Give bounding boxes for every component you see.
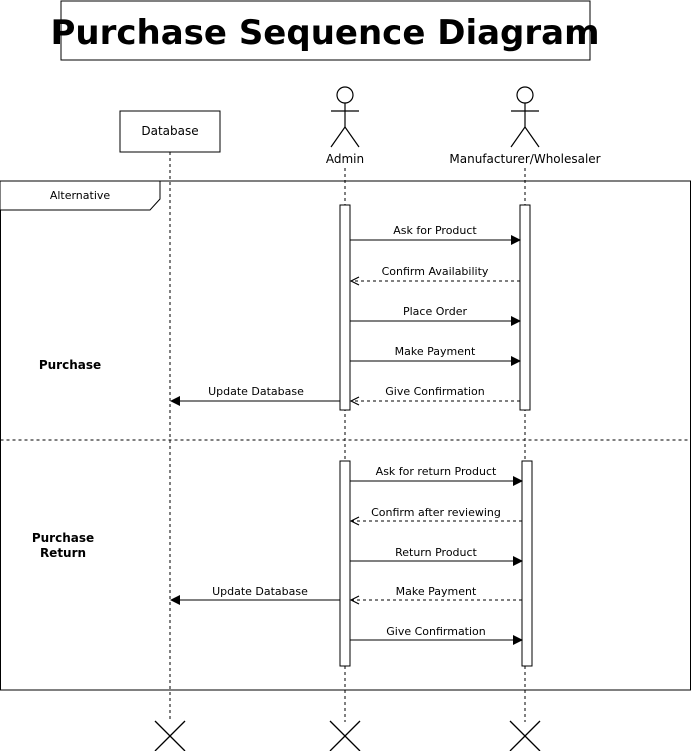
admin-label: Admin: [326, 152, 364, 166]
manufacturer-destroy-icon: [509, 720, 541, 752]
manufacturer-label: Manufacturer/Wholesaler: [449, 152, 600, 166]
message-label: Ask for Product: [393, 224, 477, 237]
database-box: [119, 110, 221, 153]
admin-activation-2: [339, 460, 351, 667]
message-label: Return Product: [395, 546, 477, 559]
section-purchase-label: Purchase: [39, 358, 101, 372]
alt-fragment-tab: [0, 180, 161, 211]
section-return-label-line2: Return: [40, 546, 86, 560]
message-label: Give Confirmation: [386, 625, 486, 638]
message-label: Make Payment: [396, 585, 477, 598]
admin-activation-1: [339, 204, 351, 411]
alt-fragment: [0, 180, 691, 691]
admin-destroy-icon: [329, 720, 361, 752]
section-return-label-line1: Purchase: [32, 531, 94, 545]
message-label: Confirm after reviewing: [371, 506, 501, 519]
message-label: Update Database: [212, 585, 308, 598]
title-box: [60, 0, 591, 61]
manufacturer-activation-1: [519, 204, 531, 411]
database-label: Database: [141, 124, 198, 138]
message-label: Update Database: [208, 385, 304, 398]
message-label: Give Confirmation: [385, 385, 485, 398]
manufacturer-actor-icon: [510, 86, 540, 148]
alt-fragment-operator: Alternative: [50, 189, 111, 202]
admin-actor-icon: [330, 86, 360, 148]
message-label: Place Order: [403, 305, 467, 318]
message-label: Confirm Availability: [382, 265, 489, 278]
message-label: Ask for return Product: [376, 465, 497, 478]
manufacturer-activation-2: [521, 460, 533, 667]
database-destroy-icon: [154, 720, 186, 752]
diagram-title: Purchase Sequence Diagram: [50, 13, 599, 53]
message-label: Make Payment: [395, 345, 476, 358]
